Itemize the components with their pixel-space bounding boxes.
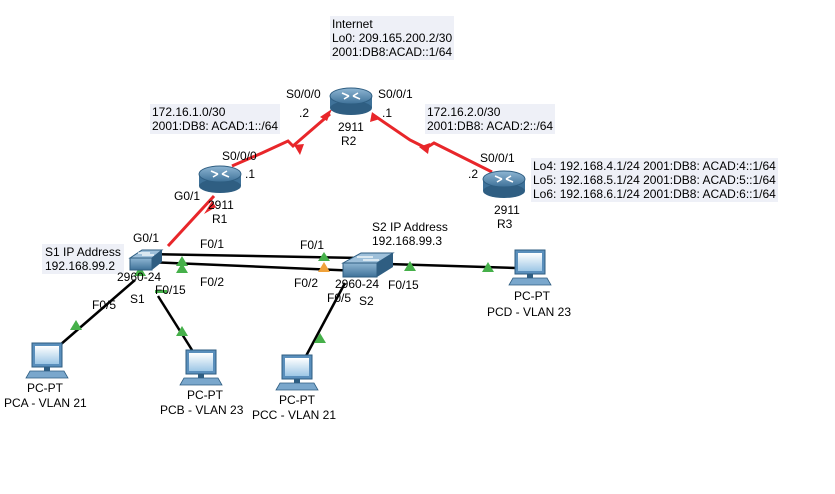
s2-model: 2960-24: [335, 277, 380, 291]
pcd-type: PC-PT: [514, 289, 550, 303]
status-up-marker: [419, 143, 430, 154]
link-s1-s2-f01[interactable]: [144, 252, 361, 260]
internet-lo0-ipv4: Lo0: 209.165.200.2/30: [332, 31, 453, 45]
internet-lo0-ipv6: 2001:DB8:ACAD::1/64: [332, 45, 453, 59]
r3-s001-host: .2: [468, 167, 479, 181]
s1-f02-label: F0/2: [200, 275, 225, 289]
pc-pcd-icon[interactable]: [508, 249, 552, 286]
status-up-marker: [176, 256, 188, 266]
net-r2-r3-ipv4: 172.16.2.0/30: [427, 105, 501, 119]
r2-s000-host: .2: [299, 106, 310, 120]
r2-s000-label: S0/0/0: [286, 87, 321, 101]
s1-ip-title: S1 IP Address: [45, 245, 121, 259]
r3-lo5: Lo5: 192.168.5.1/24 2001:DB8: ACAD:5::1/…: [533, 173, 776, 187]
status-up-marker: [294, 144, 304, 155]
r3-lo4: Lo4: 192.168.4.1/24 2001:DB8: ACAD:4::1/…: [533, 159, 776, 173]
net-r2-r3-ipv6: 2001:DB8: ACAD:2::/64: [427, 119, 554, 133]
s1-f01-label: F0/1: [200, 237, 225, 251]
link-s2-pcc[interactable]: [304, 282, 347, 357]
pca-name: PCA - VLAN 21: [4, 396, 87, 410]
r2-s001-label: S0/0/1: [378, 87, 413, 101]
status-up-marker: [204, 201, 216, 214]
s2-f05-label: F0/5: [327, 291, 352, 305]
status-up-marker: [134, 266, 146, 276]
status-up-marker: [370, 112, 380, 122]
status-up-marker: [70, 320, 82, 330]
s2-ip-address: 192.168.99.3: [372, 234, 443, 248]
status-up-marker: [404, 261, 416, 271]
pca-type: PC-PT: [27, 381, 63, 395]
status-up-marker: [318, 252, 330, 261]
s1-g01-label: G0/1: [133, 231, 160, 245]
port-status-markers: [70, 109, 494, 343]
r3-model: 2911: [494, 203, 520, 217]
pcd-name: PCD - VLAN 23: [487, 305, 572, 319]
router-r3-icon[interactable]: [482, 170, 526, 198]
r2-name: R2: [341, 134, 357, 148]
router-r1-icon[interactable]: [198, 165, 242, 193]
s2-ip-title: S2 IP Address: [372, 220, 448, 234]
internet-info-block: Internet Lo0: 209.165.200.2/30 2001:DB8:…: [330, 16, 455, 60]
pcc-type: PC-PT: [279, 393, 315, 407]
serial-link-r1-r2[interactable]: [231, 112, 331, 168]
status-blocking-marker: [318, 262, 330, 272]
status-up-marker: [176, 326, 188, 336]
s2-f015-label: F0/15: [388, 278, 419, 292]
s2-ip-block: S2 IP Address 192.168.99.3: [372, 220, 448, 248]
r2-model: 2911: [338, 120, 364, 134]
link-s1-pca[interactable]: [59, 279, 136, 346]
internet-title: Internet: [332, 17, 373, 31]
r3-loopbacks-block: Lo4: 192.168.4.1/24 2001:DB8: ACAD:4::1/…: [531, 158, 778, 202]
pcb-type: PC-PT: [187, 388, 223, 402]
r1-s000-host: .1: [245, 167, 256, 181]
switch-s2-icon[interactable]: [341, 252, 395, 278]
r1-model: 2911: [208, 198, 234, 212]
s1-ip-address: 192.168.99.2: [45, 259, 116, 273]
serial-link-r1-s1[interactable]: [166, 194, 216, 248]
r2-s001-host: .1: [382, 106, 393, 120]
s1-f05-label: F0/5: [92, 298, 117, 312]
s1-f015-label: F0/15: [155, 283, 186, 297]
status-up-marker: [176, 263, 188, 273]
r1-s000-label: S0/0/0: [222, 149, 257, 163]
r3-name: R3: [497, 217, 513, 231]
status-up-marker: [482, 262, 494, 272]
s1-name: S1: [130, 292, 145, 306]
switch-s1-icon[interactable]: [128, 249, 164, 271]
pcc-name: PCC - VLAN 21: [252, 408, 337, 422]
r1-g01-label: G0/1: [174, 189, 201, 203]
s1-ip-block: S1 IP Address 192.168.99.2: [42, 244, 124, 274]
net-r2-r3-block: 172.16.2.0/30 2001:DB8: ACAD:2::/64: [425, 104, 556, 134]
status-up-marker: [314, 333, 326, 343]
r3-s001-label: S0/0/1: [480, 151, 515, 165]
s2-f02-label: F0/2: [294, 276, 319, 290]
status-up-marker: [320, 109, 332, 121]
status-up-marker: [155, 290, 167, 293]
s1-model: 2960-24: [117, 270, 162, 284]
net-r1-r2-block: 172.16.1.0/30 2001:DB8: ACAD:1::/64: [150, 104, 281, 134]
link-s1-pcb[interactable]: [156, 295, 194, 351]
r1-name: R1: [212, 212, 228, 226]
s2-f01-label: F0/1: [300, 238, 325, 252]
pc-pcc-icon[interactable]: [275, 354, 319, 391]
router-r2-icon[interactable]: [329, 87, 373, 115]
r3-lo6: Lo6: 192.168.6.1/24 2001:DB8: ACAD:6::1/…: [533, 187, 776, 201]
pcb-name: PCB - VLAN 23: [160, 403, 244, 417]
s2-name: S2: [359, 294, 374, 308]
net-r1-r2-ipv4: 172.16.1.0/30: [152, 105, 226, 119]
net-r1-r2-ipv6: 2001:DB8: ACAD:1::/64: [152, 119, 279, 133]
pc-pca-icon[interactable]: [25, 342, 69, 379]
pc-pcb-icon[interactable]: [179, 349, 223, 386]
